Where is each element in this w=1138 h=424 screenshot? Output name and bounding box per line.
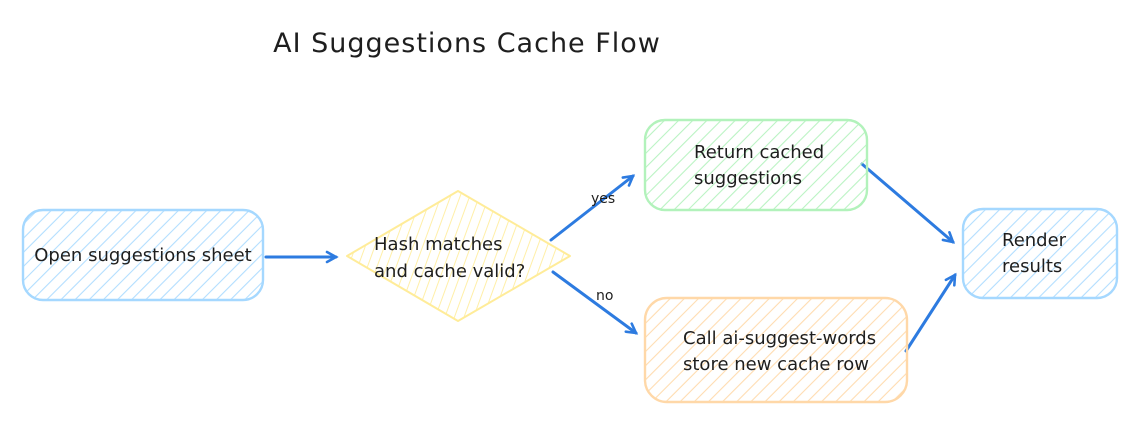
edge-decision-to-cached bbox=[549, 174, 636, 242]
edges: yes no bbox=[264, 162, 957, 353]
render-results-label-line2: results bbox=[1002, 256, 1062, 277]
node-open-suggestions-sheet: Open suggestions sheet bbox=[21, 208, 265, 302]
call-ai-suggest-shape bbox=[643, 296, 909, 404]
node-return-cached: Return cached suggestions bbox=[643, 118, 869, 212]
return-cached-label-line2: suggestions bbox=[694, 168, 802, 189]
decision-label-line1: Hash matches bbox=[374, 234, 502, 255]
edge-decision-to-call bbox=[551, 270, 639, 335]
call-ai-suggest-label-line1: Call ai-suggest-words bbox=[683, 328, 876, 349]
edge-label-no: no bbox=[596, 288, 613, 304]
return-cached-label-line1: Return cached bbox=[694, 142, 824, 163]
call-ai-suggest-label-line2: store new cache row bbox=[683, 354, 869, 375]
render-results-label-line1: Render bbox=[1002, 230, 1067, 251]
node-decision-hash-cache: Hash matches and cache valid? bbox=[346, 190, 571, 322]
node-render-results: Render results bbox=[961, 207, 1119, 300]
decision-label-line2: and cache valid? bbox=[374, 261, 525, 282]
diagram-title: AI Suggestions Cache Flow bbox=[273, 28, 661, 59]
edge-cached-to-render bbox=[860, 162, 956, 244]
open-sheet-shape bbox=[21, 208, 265, 302]
decision-shape bbox=[346, 190, 571, 322]
open-sheet-label: Open suggestions sheet bbox=[34, 245, 251, 266]
return-cached-shape bbox=[643, 118, 869, 212]
edge-call-to-render bbox=[904, 272, 957, 353]
node-call-ai-suggest: Call ai-suggest-words store new cache ro… bbox=[643, 296, 909, 404]
edge-label-yes: yes bbox=[591, 191, 615, 207]
render-results-shape bbox=[961, 207, 1119, 300]
